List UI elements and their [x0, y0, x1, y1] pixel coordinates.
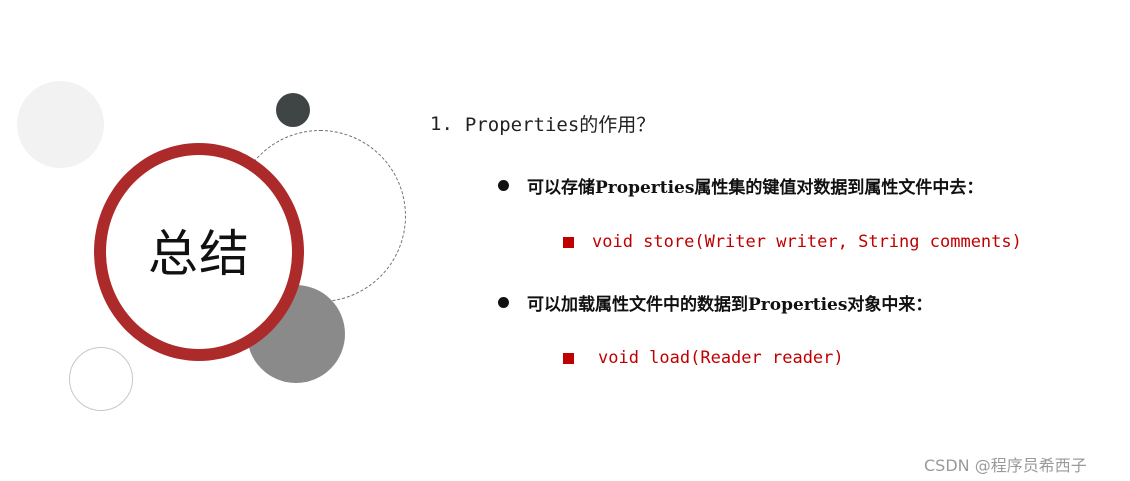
summary-ring: 总结 [94, 143, 304, 361]
bullet-dot-icon [498, 180, 509, 191]
decorative-outline-circle [69, 347, 133, 411]
watermark: CSDN @程序员希西子 [924, 456, 1087, 475]
bullet-item-store: 可以存储Properties属性集的键值对数据到属性文件中去： [498, 173, 983, 198]
decorative-dark-circle [276, 93, 310, 127]
bullet-dot-icon [498, 297, 509, 308]
sub-item-store-method: void store(Writer writer, String comment… [563, 232, 1022, 252]
question-text: Properties的作用？ [464, 114, 656, 136]
square-bullet-icon [563, 236, 574, 248]
method-signature: void store(Writer writer, String comment… [592, 232, 1022, 252]
question-heading: 1. Properties的作用？ [430, 110, 655, 137]
question-number: 1. [430, 112, 453, 135]
sub-item-load-method: void load(Reader reader) [563, 348, 844, 368]
decorative-light-gray-circle [17, 81, 104, 168]
method-signature: void load(Reader reader) [598, 348, 844, 368]
summary-title: 总结 [148, 225, 250, 283]
bullet-text: 可以加载属性文件中的数据到Properties对象中来： [527, 295, 933, 315]
square-bullet-icon [563, 352, 574, 364]
bullet-item-load: 可以加载属性文件中的数据到Properties对象中来： [498, 290, 932, 315]
bullet-text: 可以存储Properties属性集的键值对数据到属性文件中去： [527, 178, 984, 198]
